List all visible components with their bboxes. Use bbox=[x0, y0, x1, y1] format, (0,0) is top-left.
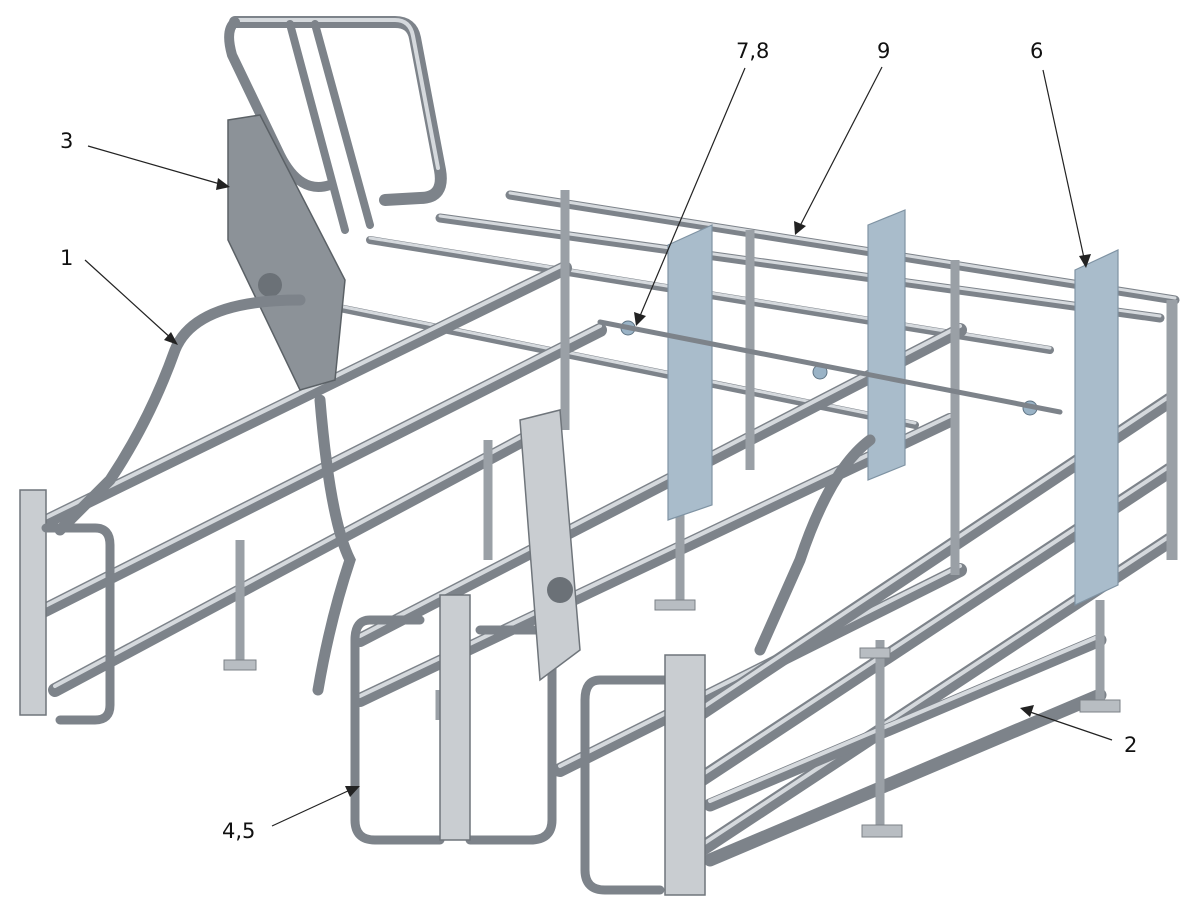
callout-2: 2 bbox=[1124, 733, 1137, 757]
leader-9 bbox=[799, 66, 883, 227]
arrowhead-1 bbox=[164, 332, 178, 345]
crate-illustration bbox=[19, 16, 1180, 896]
leader-2 bbox=[1029, 711, 1113, 741]
creep-gates bbox=[350, 409, 706, 896]
top-frame bbox=[296, 190, 1180, 429]
leader-lines bbox=[84, 66, 1113, 827]
side-rails bbox=[38, 261, 1178, 867]
callout-7-8: 7,8 bbox=[736, 39, 769, 63]
shield-plates bbox=[667, 209, 1119, 606]
callout-labels: 1 2 3 4,5 6 7,8 9 bbox=[60, 39, 1137, 843]
arrowhead-3 bbox=[216, 178, 230, 190]
leader-45 bbox=[271, 789, 351, 827]
feet bbox=[223, 599, 1121, 838]
callout-9: 9 bbox=[877, 39, 890, 63]
arrowhead-78 bbox=[634, 312, 646, 326]
callout-1: 1 bbox=[60, 246, 73, 270]
arrowhead-45 bbox=[345, 786, 360, 797]
leader-3 bbox=[87, 145, 221, 185]
arrowhead-9 bbox=[794, 221, 806, 235]
leader-6 bbox=[1042, 69, 1085, 259]
head-gate bbox=[54, 16, 447, 536]
drinker-nipples bbox=[597, 319, 1063, 416]
leader-1 bbox=[84, 259, 174, 341]
arrowhead-6 bbox=[1079, 254, 1091, 268]
callout-6: 6 bbox=[1030, 39, 1043, 63]
arrowhead-2 bbox=[1020, 705, 1034, 717]
callout-4-5: 4,5 bbox=[222, 819, 255, 843]
end-gate-left bbox=[19, 489, 115, 725]
gate-curve bbox=[312, 394, 876, 696]
leader-78 bbox=[639, 67, 746, 317]
callout-3: 3 bbox=[60, 129, 73, 153]
